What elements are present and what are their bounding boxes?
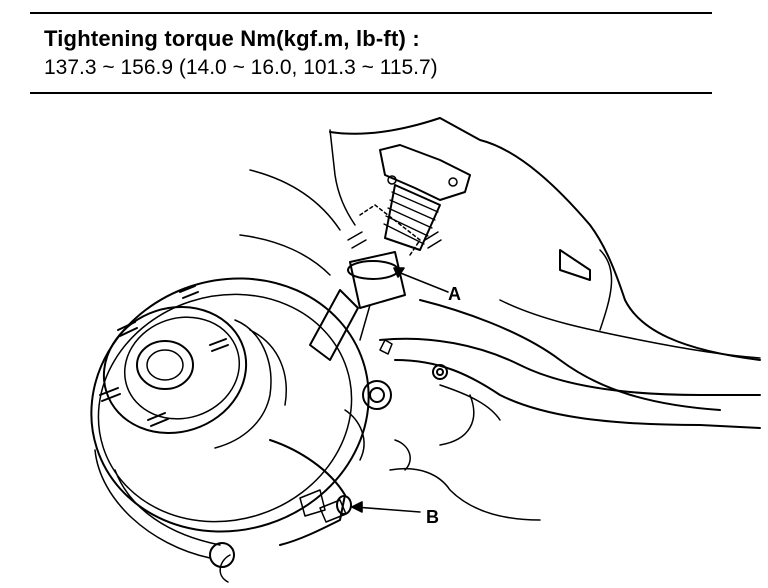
bottom-rule	[30, 92, 712, 94]
callout-label-a: A	[448, 284, 461, 304]
steering-knuckle	[209, 380, 411, 583]
wheel-studs	[99, 285, 229, 427]
torque-spec: Tightening torque Nm(kgf.m, lb-ft) : 137…	[44, 24, 438, 82]
body-frame-outline	[239, 117, 761, 411]
top-rule	[30, 12, 712, 14]
callout-label-b: B	[426, 507, 439, 527]
drive-shaft	[309, 144, 471, 361]
bolt-b	[319, 495, 352, 523]
torque-spec-values: 137.3 ~ 156.9 (14.0 ~ 16.0, 101.3 ~ 115.…	[44, 56, 438, 79]
callout-leaders	[351, 267, 449, 513]
lower-control-arm	[379, 337, 761, 521]
wheel-hub	[102, 305, 287, 449]
brake-disc	[90, 277, 370, 559]
torque-spec-title: Tightening torque Nm(kgf.m, lb-ft) :	[44, 26, 420, 51]
